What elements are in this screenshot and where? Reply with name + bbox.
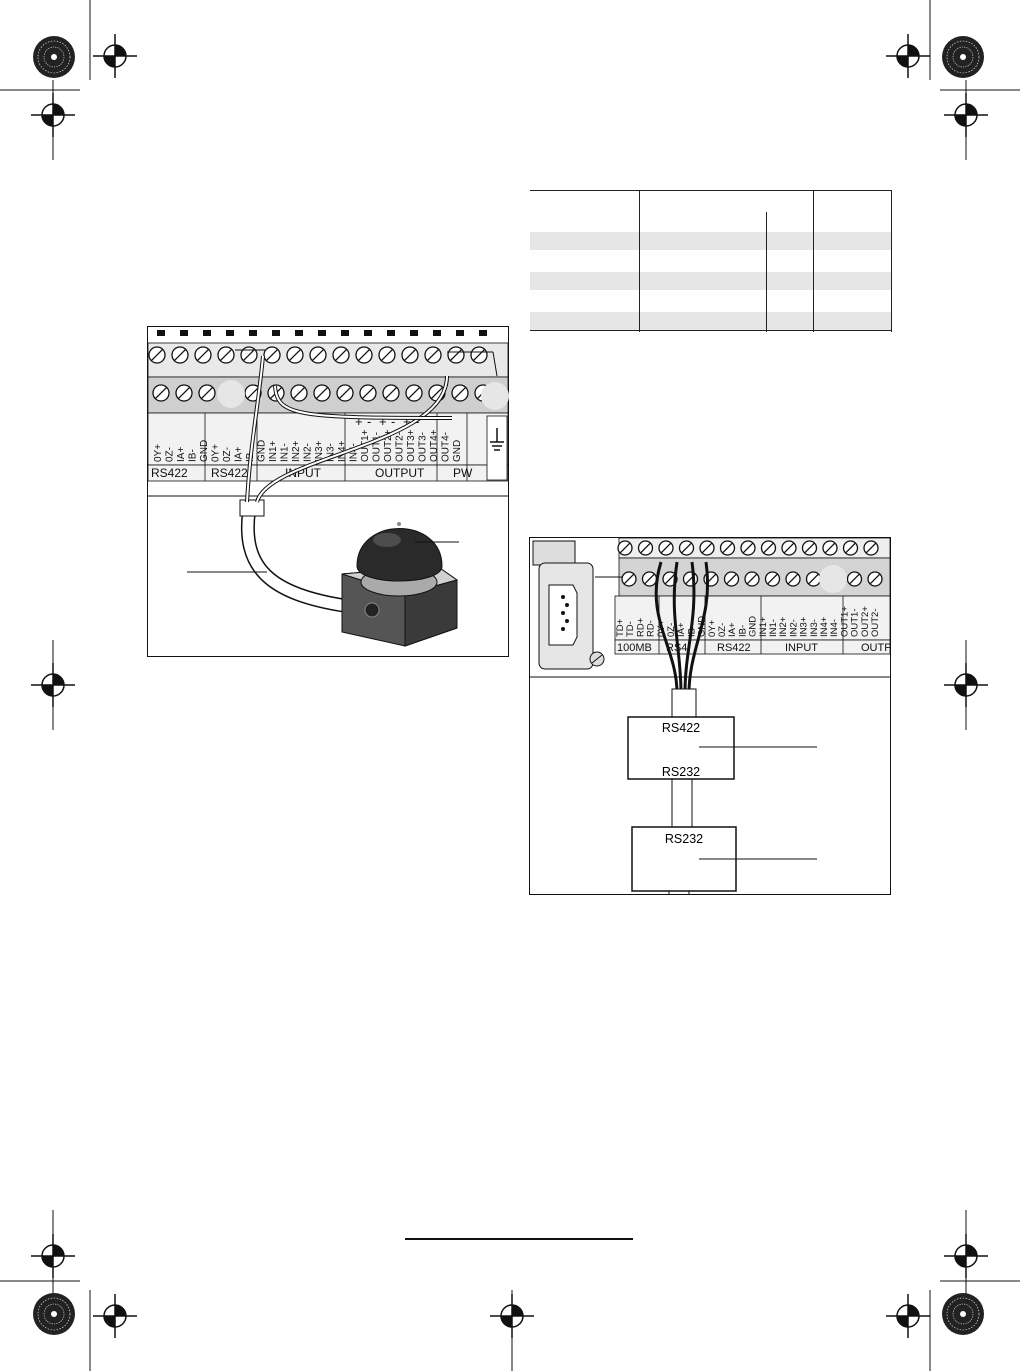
polarity-mark: -	[367, 414, 371, 429]
terminal-label: IN3+	[314, 440, 325, 462]
table-row	[530, 252, 892, 270]
terminal-label: 0Y+	[153, 444, 164, 462]
converter-bottom-label: RS232	[662, 765, 700, 779]
terminal-label: IN4-	[829, 619, 840, 637]
terminal-label: 0Z-	[165, 447, 176, 462]
terminal-label: OUT2-	[870, 609, 881, 638]
terminal-group-label: 100MB	[617, 642, 652, 654]
terminal-label: OUT3+	[406, 429, 417, 462]
terminal-group-label: RS422	[151, 466, 188, 480]
terminal-label: RD-	[646, 620, 657, 637]
terminal-label: OUT1-	[850, 609, 861, 638]
terminal-label: IA+	[727, 622, 738, 637]
terminal-label: OUT4-	[441, 432, 452, 462]
terminal-label: OUT1+	[839, 606, 850, 637]
terminal-label: TD+	[615, 618, 626, 637]
terminal-label: 0Z-	[717, 623, 728, 637]
terminal-label: 0Y+	[707, 619, 718, 637]
terminal-label: 0Z-	[222, 447, 233, 462]
terminal-label: TD-	[625, 621, 636, 637]
terminal-label: GND	[452, 440, 463, 462]
terminal-label: GND	[199, 440, 210, 462]
polarity-mark: -	[391, 414, 395, 429]
terminal-label: RD+	[635, 617, 646, 637]
polarity-mark: +	[403, 414, 411, 429]
terminal-label: IN2+	[778, 616, 789, 637]
terminal-label: IN3+	[799, 616, 810, 637]
parameter-table	[530, 190, 892, 332]
terminal-group-label: PW	[453, 466, 473, 480]
polarity-mark: +	[379, 414, 387, 429]
table-row	[530, 292, 892, 310]
terminal-label: GND	[748, 616, 759, 637]
device-label: RS232	[665, 832, 703, 846]
terminal-group-label: INPUT	[285, 466, 322, 480]
table-row	[530, 312, 892, 330]
terminal-label: IA+	[676, 622, 687, 637]
terminal-label: IA+	[176, 447, 187, 462]
terminal-label: IN2-	[788, 619, 799, 637]
polarity-mark: +	[355, 414, 363, 429]
terminal-label: OUT1-	[372, 432, 383, 462]
terminal-group-label: INPUT	[785, 642, 818, 654]
terminal-label: 0Y+	[211, 444, 222, 462]
terminal-label: IB-	[737, 625, 748, 637]
terminal-label: IN1+	[268, 440, 279, 462]
terminal-group-label: OUTPUT	[375, 466, 425, 480]
converter-top-label: RS422	[662, 721, 700, 735]
terminal-label: IN1-	[768, 619, 779, 637]
terminal-label: GND	[257, 440, 268, 462]
terminal-label: OUT3-	[418, 432, 429, 462]
terminal-label: IN1+	[758, 616, 769, 637]
table-row	[530, 232, 892, 250]
terminal-label: OUT2+	[383, 429, 394, 462]
terminal-label: IN1-	[280, 443, 291, 462]
terminal-label: OUT2-	[395, 432, 406, 462]
terminal-label: IN4+	[819, 616, 830, 637]
terminal-label: IN3-	[326, 443, 337, 462]
terminal-group-label: RS422	[717, 642, 751, 654]
terminal-label: OUT2+	[860, 606, 871, 637]
terminal-label: IN2+	[291, 440, 302, 462]
terminal-group-label: RS422	[211, 466, 248, 480]
terminal-label: IA+	[234, 447, 245, 462]
terminal-group-label: OUTP	[861, 642, 891, 654]
terminal-label: IN3-	[809, 619, 820, 637]
terminal-label: 0Z-	[666, 623, 677, 637]
footer-rule	[405, 1238, 633, 1240]
table-row	[530, 272, 892, 290]
terminal-label: IN4-	[349, 443, 360, 462]
terminal-label: OUT4+	[429, 429, 440, 462]
terminal-label: IB-	[188, 449, 199, 462]
terminal-label: IN2-	[303, 443, 314, 462]
